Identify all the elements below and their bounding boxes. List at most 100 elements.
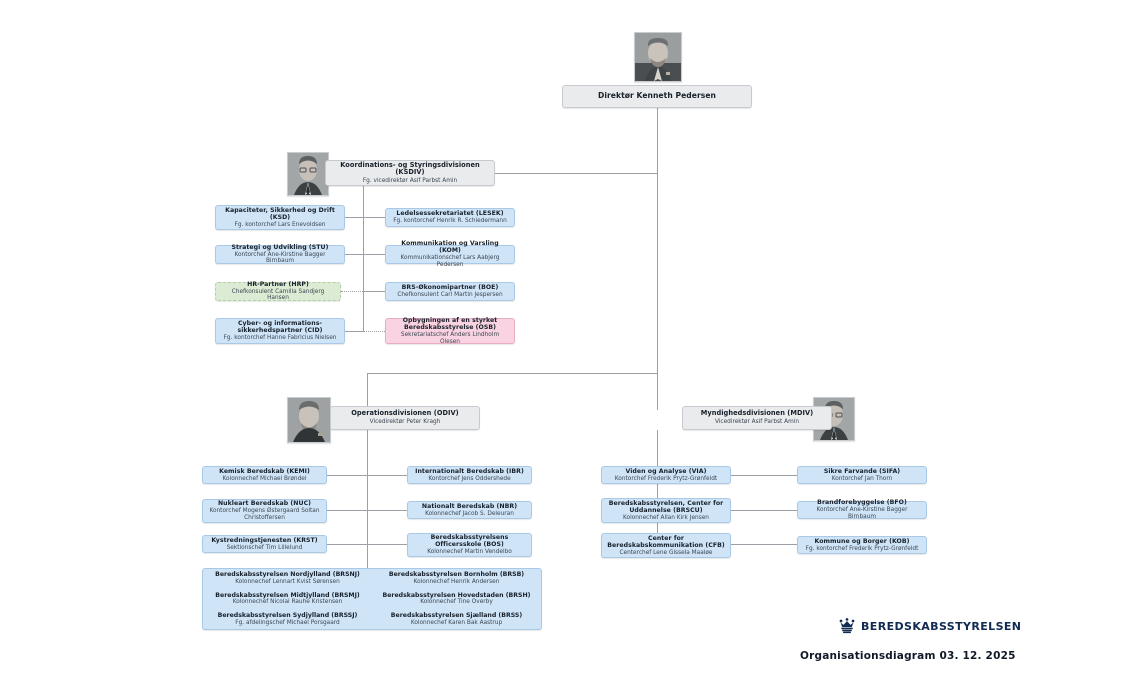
portrait-asif-parbst-amin-ksdiv — [287, 152, 329, 196]
node-nbr[interactable]: Nationalt Beredskab (NBR) Kolonnechef Ja… — [407, 501, 532, 519]
region-brsmj[interactable]: Beredskabsstyrelsen Midtjylland (BRSMJ) … — [203, 591, 372, 608]
connector-ksdiv-row4-left — [345, 331, 363, 332]
node-title: Strategi og Udvikling (STU) — [231, 243, 329, 251]
node-subtitle: Kommunikationschef Lars Aabjerg Pedersen — [400, 255, 500, 269]
region-brss[interactable]: Beredskabsstyrelsen Sjælland (BRSS) Kolo… — [372, 611, 541, 628]
node-title: Nukleart Beredskab (NUC) — [217, 500, 312, 508]
node-title: Sikre Farvande (SIFA) — [823, 467, 901, 475]
node-cid[interactable]: Cyber- og informations- sikkerhedspartne… — [215, 318, 345, 344]
node-title: HR-Partner (HRP) — [247, 280, 309, 288]
node-subtitle: Kontorchef Frederik Prytz-Grønfeldt — [614, 475, 718, 482]
node-subtitle: Vicedirektør Peter Kragh — [369, 418, 441, 425]
node-nuc[interactable]: Nukleart Beredskab (NUC) Kontorchef Moge… — [202, 499, 327, 523]
node-brscu[interactable]: Beredskabsstyrelsen, Center for Uddannel… — [601, 498, 731, 523]
node-osb[interactable]: Opbygningen af en styrket Beredskabsstyr… — [385, 316, 515, 345]
node-subtitle: Kolonnechef Henrik Andersen — [413, 578, 500, 585]
node-title: Internationalt Beredskab (IBR) — [415, 467, 524, 475]
region-brsh[interactable]: Beredskabsstyrelsen Hovedstaden (BRSH) K… — [372, 591, 541, 608]
node-subtitle: Fg. kontorchef Henrik R. Schiedermann — [393, 218, 507, 224]
node-bos[interactable]: Beredskabsstyrelsens Officersskole (BOS)… — [407, 533, 532, 557]
portrait-kenneth-pedersen — [634, 32, 682, 82]
connector-odiv-row2-right — [367, 510, 407, 511]
connector-spine-ksdiv — [470, 173, 658, 174]
node-subtitle: Chefkonsulent Camilla Sandjerg Hansen — [231, 288, 325, 302]
node-title: Viden og Analyse (VIA) — [625, 467, 707, 475]
node-director[interactable]: Direktør Kenneth Pedersen — [562, 85, 752, 108]
connector-ksdiv-spine — [363, 186, 364, 331]
node-title: Beredskabsstyrelsen Bornholm (BRSB) — [388, 571, 525, 579]
region-brsnj[interactable]: Beredskabsstyrelsen Nordjylland (BRSNJ) … — [203, 570, 372, 587]
node-lesek[interactable]: Ledelsessekretariatet (LESEK) Fg. kontor… — [385, 208, 515, 227]
node-ksd[interactable]: Kapaciteter, Sikkerhed og Drift (KSD) Fg… — [215, 205, 345, 230]
connector-ksdiv-row3-right — [363, 291, 385, 292]
node-kom[interactable]: Kommunikation og Varsling (KOM) Kommunik… — [385, 240, 515, 268]
node-title: Beredskabsstyrelsen Nordjylland (BRSNJ) — [215, 571, 360, 579]
node-title: Brandforebyggelse (BFO) — [817, 499, 907, 507]
node-cfb[interactable]: Center for Beredskabskommunikation (CFB)… — [601, 533, 731, 558]
node-kemi[interactable]: Kemisk Beredskab (KEMI) Kolonnechef Mich… — [202, 466, 327, 484]
node-sifa[interactable]: Sikre Farvande (SIFA) Kontorchef Jan Tho… — [797, 466, 927, 484]
region-brssj[interactable]: Beredskabsstyrelsen Sydjylland (BRSSJ) F… — [203, 611, 372, 628]
node-subtitle: Kontorchef Mogens Østergaard Soltan Chri… — [209, 508, 320, 521]
node-title: Beredskabsstyrelsen Sjælland (BRSS) — [390, 612, 523, 620]
node-title: Koordinations- og Styringsdivisionen (KS… — [340, 160, 480, 177]
node-subtitle: Fg. afdelingschef Michael Porsgaard — [235, 620, 340, 627]
node-bfo[interactable]: Brandforebyggelse (BFO) Kontorchef Ane-K… — [797, 499, 927, 520]
brand-lockup: BEREDSKABSSTYRELSEN — [838, 618, 1021, 634]
connector-ksdiv-row3-left — [341, 291, 363, 292]
node-subtitle: Fg. kontorchef Frederik Prytz-Grønfeldt — [805, 545, 919, 552]
node-subtitle: Kontorchef Ane-Kirstine Bagger Birnbaum — [816, 507, 908, 520]
connector-odiv-row1-right — [367, 475, 407, 476]
node-subtitle: Kolonnechef Jacob S. Deleuran — [425, 510, 514, 517]
node-subtitle: Fg. kontorchef Lars Enevoldsen — [234, 221, 326, 228]
node-title: Kemisk Beredskab (KEMI) — [219, 467, 310, 475]
brand-name: BEREDSKABSSTYRELSEN — [861, 619, 1022, 633]
node-title: Direktør Kenneth Pedersen — [597, 91, 716, 101]
node-boe[interactable]: BRS-Økonomipartner (BOE) Chefkonsulent C… — [385, 282, 515, 301]
connector-odiv-drop — [367, 373, 368, 410]
connector-odiv-spine — [367, 430, 368, 570]
node-division-ksdiv[interactable]: Koordinations- og Styringsdivisionen (KS… — [325, 160, 495, 186]
connector-division-bar — [367, 373, 658, 374]
node-title: Beredskabsstyrelsen, Center for Uddannel… — [608, 499, 724, 514]
connector-odiv-row2-left — [327, 510, 367, 511]
node-division-mdiv[interactable]: Myndighedsdivisionen (MDIV) Vicedirektør… — [682, 406, 832, 430]
node-subtitle: Kontorchef Jan Thorn — [831, 475, 893, 482]
node-kob[interactable]: Kommune og Borger (KOB) Fg. kontorchef F… — [797, 536, 927, 554]
diagram-date: Organisationsdiagram 03. 12. 2025 — [800, 650, 1016, 662]
connector-odiv-row3-left — [327, 544, 367, 545]
node-krst[interactable]: Kystredningstjenesten (KRST) Sektionsche… — [202, 535, 327, 553]
connector-odiv-row3-right — [367, 544, 407, 545]
node-ibr[interactable]: Internationalt Beredskab (IBR) Kontorche… — [407, 466, 532, 484]
node-subtitle: Vicedirektør Asif Parbst Amin — [714, 418, 800, 425]
node-title: Kommunikation og Varsling (KOM) — [401, 240, 499, 255]
connector-odiv-row1-left — [327, 475, 367, 476]
connector-ksdiv-row1-left — [345, 217, 363, 218]
node-title: Center for Beredskabskommunikation (CFB) — [607, 534, 725, 549]
node-title: Opbygningen af en styrket Beredskabsstyr… — [402, 316, 498, 331]
node-subtitle: Sekretariatschef Anders Lindholm Olesen — [400, 331, 500, 345]
node-title: Kystredningstjenesten (KRST) — [211, 536, 318, 544]
node-subtitle: Kolonnechef Lennart Kvist Sørensen — [235, 578, 340, 585]
node-subtitle: Sektionschef Tim Lillelund — [226, 544, 303, 551]
node-subtitle: Kolonnechef Karen Bak Aastrup — [410, 620, 503, 627]
node-subtitle: Chefkonsulent Carl Martin Jespersen — [397, 292, 503, 298]
connector-ksdiv-row2-right — [363, 254, 385, 255]
connector-mdiv-drop — [657, 373, 658, 410]
node-subtitle: Kolonnechef Nicolai Rauhe Kristensen — [232, 599, 343, 606]
node-title: Kapaciteter, Sikkerhed og Drift (KSD) — [225, 206, 335, 221]
node-title: Myndighedsdivisionen (MDIV) — [700, 409, 814, 418]
node-title: Kommune og Borger (KOB) — [814, 537, 910, 545]
node-division-odiv[interactable]: Operationsdivisionen (ODIV) Vicedirektør… — [330, 406, 480, 430]
node-via[interactable]: Viden og Analyse (VIA) Kontorchef Freder… — [601, 466, 731, 484]
node-title: Beredskabsstyrelsens Officersskole (BOS) — [430, 534, 509, 549]
connector-ksdiv-row2-left — [345, 254, 363, 255]
node-title: Cyber- og informations- sikkerhedspartne… — [237, 320, 323, 335]
regional-units-panel: Beredskabsstyrelsen Nordjylland (BRSNJ) … — [202, 568, 542, 630]
node-subtitle: Kontorchef Ane-Kirstine Bagger Birnbaum — [234, 251, 326, 265]
region-brsb[interactable]: Beredskabsstyrelsen Bornholm (BRSB) Kolo… — [372, 570, 541, 587]
node-title: Nationalt Beredskab (NBR) — [421, 502, 518, 510]
node-stu[interactable]: Strategi og Udvikling (STU) Kontorchef A… — [215, 243, 345, 265]
node-hrp[interactable]: HR-Partner (HRP) Chefkonsulent Camilla S… — [215, 280, 341, 302]
